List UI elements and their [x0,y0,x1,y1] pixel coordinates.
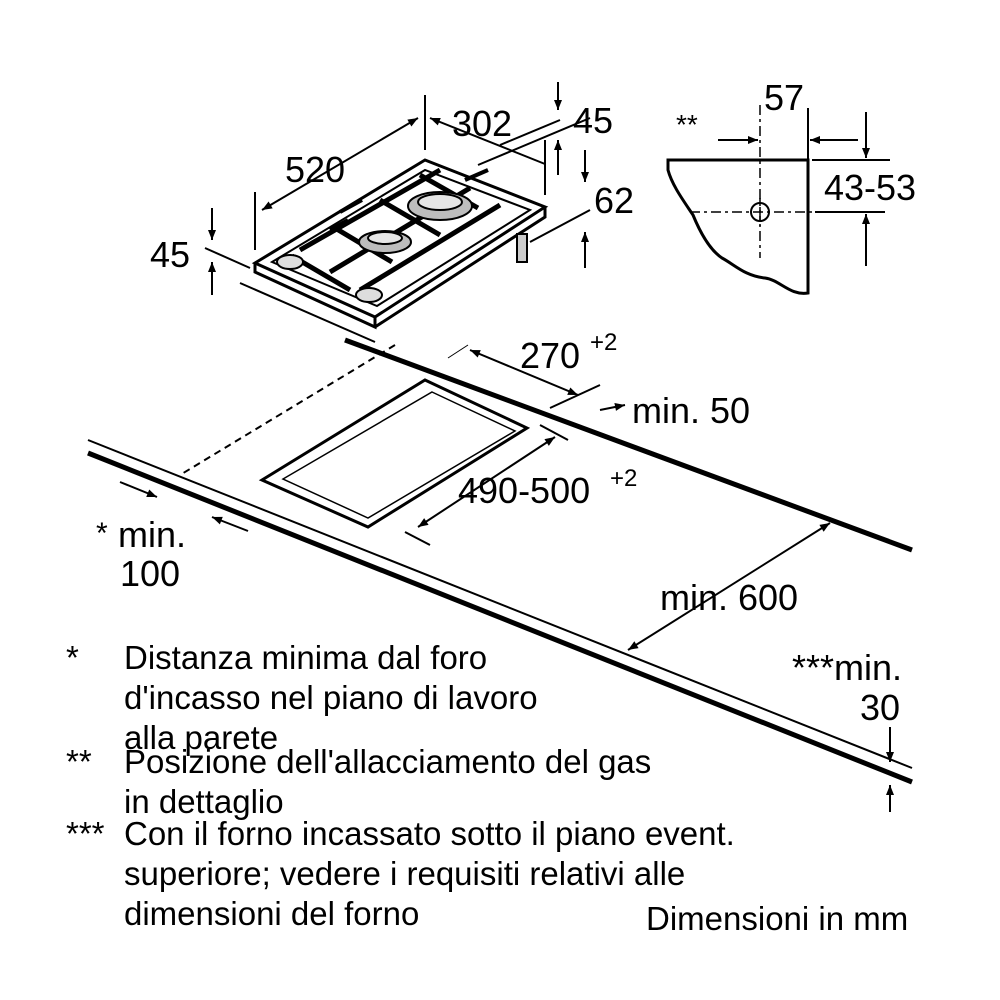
dim-gas-offset: 57 [764,77,804,118]
note-3-line-3: dimensioni del forno [124,895,420,932]
dim-front-star: * [96,517,108,550]
note-3-line-2: superiore; vedere i requisiti relativi a… [124,855,686,892]
dim-cutout-depth: 490-500 [458,470,590,511]
dim-front-clearance-value: 100 [120,553,180,594]
dim-hob-depth: 520 [285,149,345,190]
note-1-mark: * [66,639,79,676]
gas-connection-detail [666,105,890,295]
hob-dimension-lines [204,82,591,295]
dim-wall-clearance: min. 600 [660,577,798,618]
dim-cutout-width-tol: +2 [590,329,617,356]
dim-gas-height: 43-53 [824,167,916,208]
note-2: ** Posizione dell'allacciamento del gas … [66,741,766,825]
gas-detail-marker: ** [676,109,698,140]
note-2-line-2: in dettaglio [124,783,284,820]
dim-height-top: 45 [573,100,613,141]
dim-cutout-depth-tol: +2 [610,465,637,492]
note-1-line-3: alla parete [124,719,279,756]
dim-cutout-width: 270 [520,335,580,376]
dim-height-left: 45 [150,234,190,275]
knob-left [276,254,304,270]
dim-height-right: 62 [594,180,634,221]
worktop [87,337,913,812]
dim-front-clearance: min. [118,514,186,555]
note-2-mark: ** [66,743,92,780]
dim-under-clearance-value: 30 [860,687,900,728]
note-1: * Distanza minima dal foro d'incasso nel… [66,637,766,763]
note-3: *** Con il forno incassato sotto il pian… [66,813,826,939]
dim-under-clearance: ***min. [792,647,902,688]
knob-right [355,287,383,303]
note-3-mark: *** [66,815,105,852]
note-3-line-1: Con il forno incassato sotto il piano ev… [124,815,735,852]
dim-rear-clearance: min. 50 [632,390,750,431]
worktop-cutout [258,378,531,529]
units-label: Dimensioni in mm [646,900,909,937]
note-2-line-1: Posizione dell'allacciamento del gas [124,743,652,780]
note-1-line-1: Distanza minima dal foro [124,639,488,676]
dim-hob-width: 302 [452,103,512,144]
note-1-line-2: d'incasso nel piano di lavoro [124,679,538,716]
